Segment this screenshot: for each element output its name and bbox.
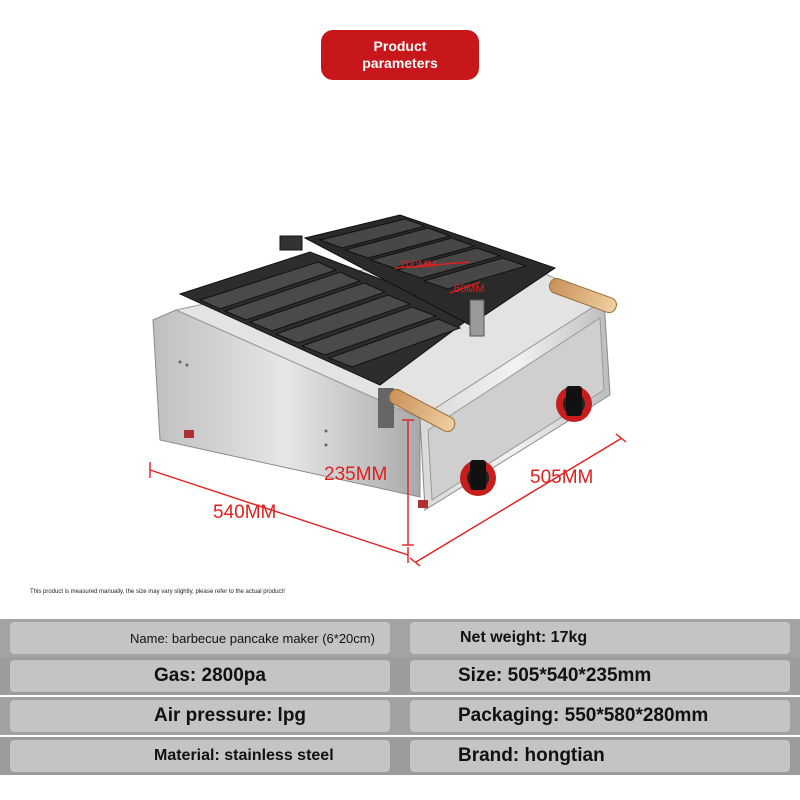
dim-mold-width-label: 60MM [454, 283, 485, 295]
product-parameters-badge: Product parameters [321, 30, 479, 80]
measurement-disclaimer: This product is measured manually, the s… [30, 589, 285, 595]
burner-knob-back [556, 386, 592, 422]
spec-row: Name: barbecue pancake maker (6*20cm) Ne… [0, 619, 800, 657]
spec-material: Material: stainless steel [154, 747, 334, 764]
spec-brand: Brand: hongtian [458, 745, 605, 766]
burner-knob-front [460, 460, 496, 496]
spec-net-weight: Net weight: 17kg [460, 629, 588, 646]
dim-mold-length-label: 200MM [400, 259, 437, 271]
spec-gas: Gas: 2800pa [154, 665, 266, 686]
vent-dot [185, 363, 189, 367]
foot [418, 500, 428, 508]
hinge-mid [469, 299, 485, 337]
dim-depth-label: 505MM [530, 467, 593, 488]
dim-line-width [149, 469, 409, 556]
badge-line-2: parameters [362, 55, 438, 71]
spec-row: Gas: 2800pa Size: 505*540*235mm [0, 657, 800, 695]
body-left-face [152, 309, 421, 498]
handle-back-wood [549, 278, 617, 314]
spec-packaging: Packaging: 550*580*280mm [458, 705, 709, 726]
dim-width-label: 540MM [213, 502, 276, 523]
product-illustration: 540MM 505MM 235MM 200MM 60MM [149, 214, 627, 567]
spec-name: Name: barbecue pancake maker (6*20cm) [130, 630, 375, 646]
badge-line-1: Product [373, 38, 427, 54]
spec-size: Size: 505*540*235mm [458, 665, 652, 686]
spec-air-pressure: Air pressure: lpg [154, 705, 307, 726]
vent-dot [324, 443, 328, 447]
foot [184, 430, 194, 438]
dim-line-mold-width [449, 281, 481, 294]
spec-row: Air pressure: lpg Packaging: 550*580*280… [0, 697, 800, 735]
hinge-left [279, 235, 303, 251]
control-panel [427, 317, 605, 501]
dim-line-depth [415, 437, 623, 563]
vent-dot [324, 429, 328, 433]
handle-front-wood [388, 388, 456, 433]
spec-row: Material: stainless steel Brand: hongtia… [0, 737, 800, 775]
mold-grooves-front [198, 261, 462, 368]
vent-dot [178, 360, 182, 364]
mold-grooves-back [318, 218, 528, 290]
dim-height-label: 235MM [324, 464, 387, 485]
dim-line-mold-length [394, 261, 471, 269]
